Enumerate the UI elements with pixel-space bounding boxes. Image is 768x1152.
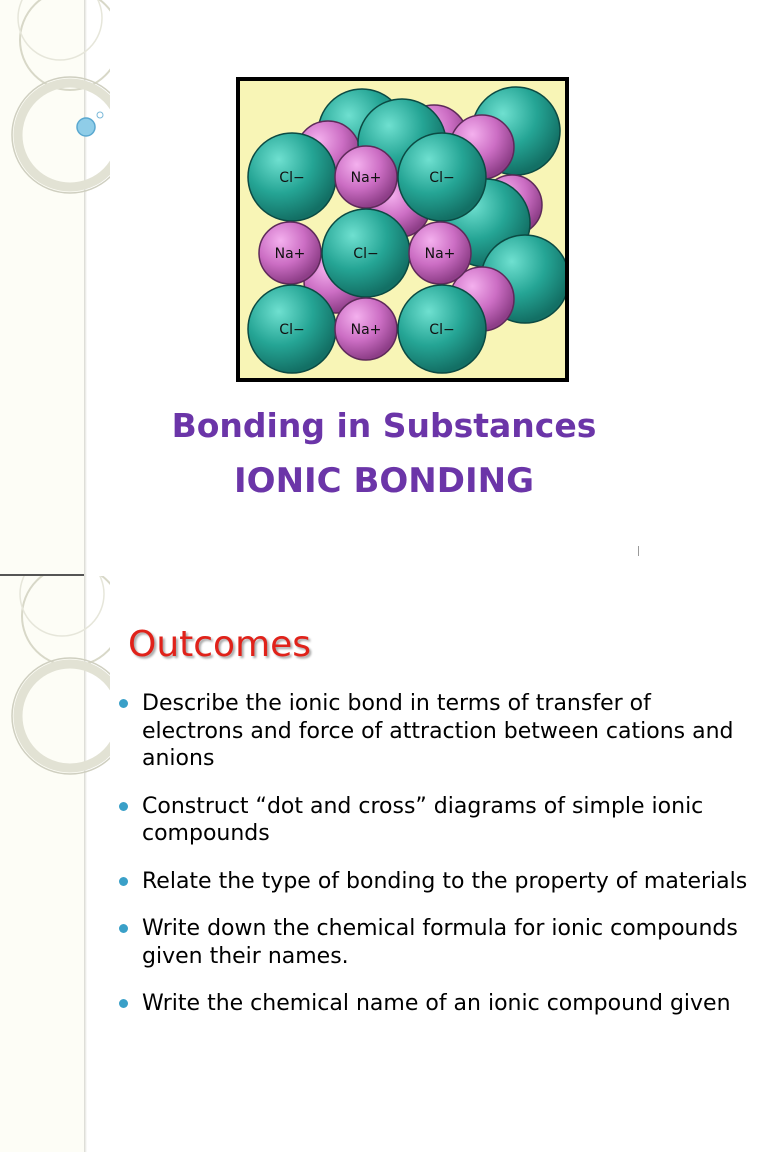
bullet-icon (119, 924, 128, 933)
list-item-text: Relate the type of bonding to the proper… (142, 868, 748, 894)
list-item-text: Write the chemical name of an ionic comp… (142, 991, 731, 1016)
list-item: Write the chemical name of an ionic comp… (118, 990, 758, 1018)
bullet-icon (119, 999, 128, 1008)
decorative-rings (11, 0, 110, 194)
cl-ion (397, 132, 487, 222)
ion-label: Na+ (275, 246, 306, 262)
list-item-text: Write down the chemical formula for ioni… (142, 916, 738, 969)
ion-label: Na+ (351, 170, 382, 186)
outcomes-slide: Outcomes Describe the ionic bond in term… (0, 576, 768, 1152)
decorative-rings (11, 576, 110, 775)
bubble-icon (76, 117, 96, 137)
nacl-crystal-lattice: Cl− Na+ Cl− Na+ Cl− Na+ Cl− Na+ Cl− (236, 77, 569, 382)
ion-label: Cl− (279, 170, 304, 186)
bullet-icon (119, 699, 128, 708)
list-item: Write down the chemical formula for ioni… (118, 915, 758, 970)
list-item-text: Describe the ionic bond in terms of tran… (142, 691, 734, 771)
list-item: Construct “dot and cross” diagrams of si… (118, 793, 758, 848)
sidebar-edge (84, 576, 87, 1152)
ion-label: Cl− (429, 170, 454, 186)
na-ion (408, 221, 472, 285)
ion-label: Na+ (425, 246, 456, 262)
title-slide: Cl− Na+ Cl− Na+ Cl− Na+ Cl− Na+ Cl− Bond… (0, 0, 639, 576)
cl-ion (397, 284, 487, 374)
ion-label: Cl− (429, 322, 454, 338)
list-item-text: Construct “dot and cross” diagrams of si… (142, 793, 704, 847)
outcomes-heading: Outcomes (128, 624, 312, 665)
na-ion (334, 145, 398, 209)
outcomes-list: Describe the ionic bond in terms of tran… (118, 690, 758, 1038)
na-ion (334, 297, 398, 361)
list-item: Describe the ionic bond in terms of tran… (118, 690, 758, 773)
ion-label: Na+ (351, 322, 382, 338)
slide-subtitle: IONIC BONDING (234, 461, 534, 501)
na-ion (258, 221, 322, 285)
sidebar-edge (84, 0, 87, 576)
list-item: Relate the type of bonding to the proper… (118, 868, 758, 896)
slide-title: Bonding in Substances (171, 406, 597, 445)
ion-label: Cl− (279, 322, 304, 338)
bullet-icon (119, 801, 128, 811)
slide-divider (0, 574, 84, 576)
bullet-icon (119, 876, 128, 886)
tick-mark (638, 546, 639, 556)
ion-label: Cl− (353, 246, 378, 262)
